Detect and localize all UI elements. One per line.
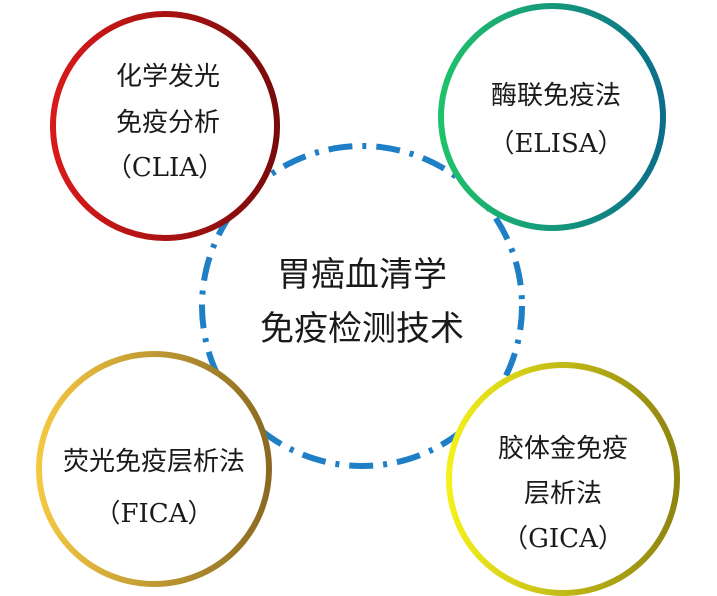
method-node-clia: 化学发光 免疫分析 （CLIA） [50,11,280,241]
method-label-clia-line-2: 免疫分析 [116,108,220,138]
center-title-line-2: 免疫检测技术 [260,309,464,349]
method-node-fica: 荧光免疫层析法 （FICA） [36,351,272,587]
method-circle-fica [36,351,272,587]
method-node-gica: 胶体金免疫 层析法 （GICA） [446,362,680,596]
method-circle-clia [50,11,280,241]
method-label-elisa-line-1: 酶联免疫法 [491,81,621,111]
method-label-gica-line-2: 层析法 [524,479,602,509]
method-label-gica-line-1: 胶体金免疫 [498,434,628,464]
center-node: 胃癌血清学 免疫检测技术 [199,143,525,469]
method-label-fica-line-1: 荧光免疫层析法 [63,447,245,477]
method-label-clia-line-3: （CLIA） [106,153,224,183]
method-circle-elisa [438,3,666,231]
method-node-elisa: 酶联免疫法 （ELISA） [438,3,666,231]
method-label-clia-line-1: 化学发光 [116,62,220,92]
method-label-gica-line-3: （GICA） [502,524,624,554]
method-label-fica-line-2: （FICA） [95,499,214,529]
center-title-line-1: 胃癌血清学 [277,255,447,295]
method-label-elisa-line-2: （ELISA） [488,129,623,159]
center-dashed-circle [199,143,525,469]
method-circle-gica [446,362,680,596]
